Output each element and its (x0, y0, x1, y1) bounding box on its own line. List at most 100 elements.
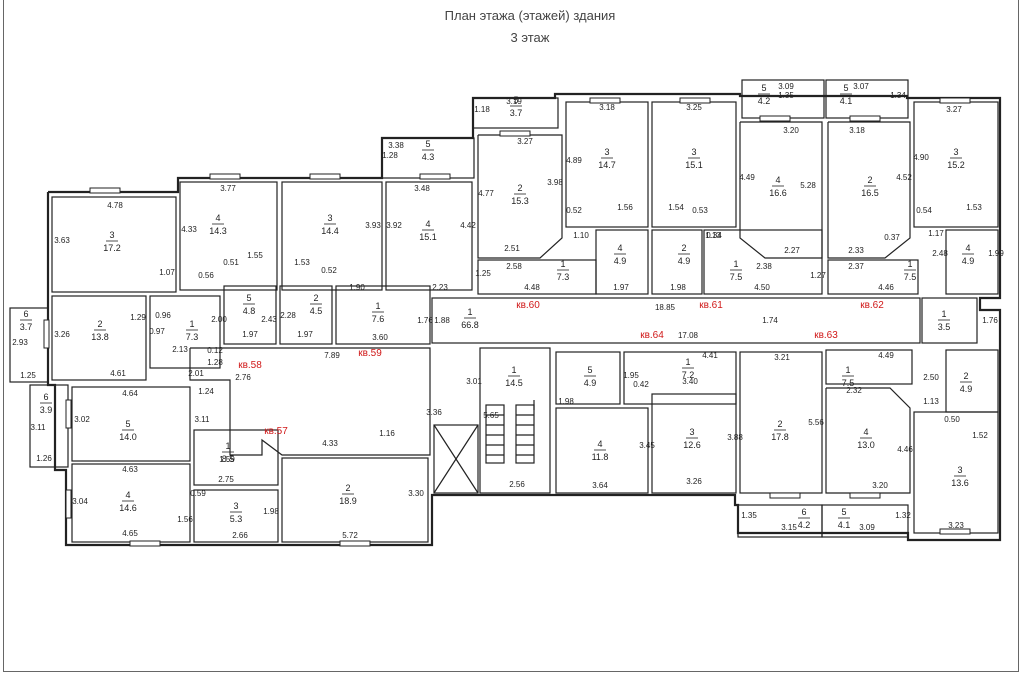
dimension-label: 4.50 (754, 283, 770, 292)
apartment-label: кв.60 (516, 300, 540, 311)
dimension-label: 3.40 (682, 377, 698, 386)
room-area: 7.2 (682, 370, 695, 380)
room-number: 1 (845, 365, 850, 375)
room-area: 4.9 (614, 256, 627, 266)
room-number: 4 (775, 175, 780, 185)
dimension-label: 0.52 (321, 266, 337, 275)
room-area: 7.5 (842, 378, 855, 388)
dimension-label: 0.12 (207, 346, 223, 355)
dimension-label: 1.90 (349, 283, 365, 292)
room-outline (595, 229, 649, 295)
room-number: 3 (327, 213, 332, 223)
dimension-label: 0.50 (944, 415, 960, 424)
dimension-label: 3.19 (506, 97, 522, 106)
room-number: 6 (23, 309, 28, 319)
room-area: 4.9 (678, 256, 691, 266)
dimension-label: 3.21 (774, 353, 790, 362)
dimension-label: 3.01 (466, 377, 482, 386)
room-area: 15.1 (685, 160, 703, 170)
dimension-label: 3.38 (388, 141, 404, 150)
dimension-label: 3.26 (686, 477, 702, 486)
apartment-label: кв.62 (860, 300, 884, 311)
dimension-label: 3.77 (220, 184, 236, 193)
room-number: 3 (233, 501, 238, 511)
dimension-label: 2.51 (504, 244, 520, 253)
dimension-label: 0.42 (633, 380, 649, 389)
dimension-label: 3.30 (408, 489, 424, 498)
dimension-label: 0.54 (916, 206, 932, 215)
dimension-label: 2.76 (235, 373, 251, 382)
room-area: 4.2 (758, 96, 771, 106)
dimension-label: 2.13 (172, 345, 188, 354)
dimension-label: 4.49 (878, 351, 894, 360)
dimension-label: 3.48 (414, 184, 430, 193)
dimension-label: 1.28 (382, 151, 398, 160)
room-outline (335, 285, 431, 345)
dimension-label: 1.07 (159, 268, 175, 277)
room-number: 6 (801, 507, 806, 517)
dimension-label: 1.76 (982, 316, 998, 325)
dimension-label: 0.37 (884, 233, 900, 242)
apartment-label: кв.59 (358, 348, 382, 359)
room-number: 5 (125, 419, 130, 429)
dimension-label: 4.63 (122, 465, 138, 474)
room-area: 3.5 (938, 322, 951, 332)
room-number: 2 (345, 483, 350, 493)
room-area: 15.2 (947, 160, 965, 170)
room-number: 4 (425, 219, 430, 229)
dimension-label: 4.42 (460, 221, 476, 230)
room-number: 1 (467, 307, 472, 317)
room-area: 4.1 (838, 520, 851, 530)
dimension-label: 5.72 (342, 531, 358, 540)
windows (43, 97, 971, 547)
room-number: 4 (617, 243, 622, 253)
room-outline (703, 229, 823, 295)
dimension-label: 3.02 (74, 415, 90, 424)
dimension-label: 3.88 (727, 433, 743, 442)
dimension-label: 2.75 (218, 475, 234, 484)
dimension-label: 17.08 (678, 331, 699, 340)
room-outline (51, 295, 147, 381)
dimension-label: 1.56 (177, 515, 193, 524)
room-number: 4 (215, 213, 220, 223)
dimension-label: 1.18 (474, 105, 490, 114)
dimension-label: 3.93 (365, 221, 381, 230)
dimension-label: 1.55 (247, 251, 263, 260)
room-area: 5.3 (230, 514, 243, 524)
room-area: 7.5 (730, 272, 743, 282)
room-outline (193, 429, 279, 486)
stair-hall (479, 347, 551, 494)
room-area: 15.3 (511, 196, 529, 206)
room-number: 6 (43, 392, 48, 402)
dimension-label: 4.33 (181, 225, 197, 234)
dimension-label: 1.32 (895, 511, 911, 520)
room-number: 3 (109, 230, 114, 240)
room-area: 12.6 (683, 440, 701, 450)
dimension-label: 4.52 (896, 173, 912, 182)
dimension-label: 0.51 (223, 258, 239, 267)
dimension-label: 4.89 (566, 156, 582, 165)
dimension-label: 5.28 (800, 181, 816, 190)
room-area: 7.5 (904, 272, 917, 282)
room-number: 3 (953, 147, 958, 157)
lift-shaft (433, 424, 479, 494)
dimension-label: 7.89 (324, 351, 340, 360)
room-number: 1 (907, 259, 912, 269)
dimension-label: 3.07 (853, 82, 869, 91)
stair-flights (485, 400, 535, 464)
dimension-label: 1.56 (617, 203, 633, 212)
dimension-label: 2.38 (756, 262, 772, 271)
dimension-label: 0.96 (155, 311, 171, 320)
dimension-label: 1.97 (297, 330, 313, 339)
dimension-label: 3.09 (859, 523, 875, 532)
dimension-label: 0.56 (198, 271, 214, 280)
dimension-label: 1.25 (475, 269, 491, 278)
dimension-label: 1.29 (130, 313, 146, 322)
room-number: 1 (685, 357, 690, 367)
room-area: 17.8 (771, 432, 789, 442)
room-area: 4.9 (960, 384, 973, 394)
room-area: 3.7 (20, 322, 33, 332)
dimension-label: 1.28 (207, 358, 223, 367)
room-area: 18.9 (339, 496, 357, 506)
